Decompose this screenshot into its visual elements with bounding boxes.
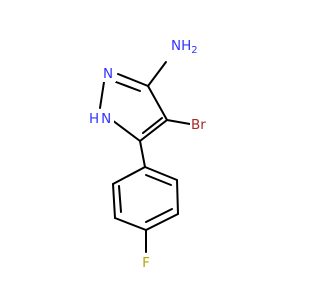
bond-c5-c4-double: [142, 117, 163, 134]
pyrazole-n1-n: N: [101, 111, 111, 127]
bond-ar-5: [112, 183, 116, 219]
bond-ar-6: [112, 166, 146, 185]
pyrazole-n1-h: H: [89, 111, 99, 127]
bond-ar-3-inner: [145, 208, 173, 223]
bond-ar-1-inner: [145, 174, 172, 186]
bond-ar-5-inner: [118, 185, 122, 213]
amine-h: H: [181, 38, 191, 54]
bond-c5-c4: [139, 119, 168, 142]
bond-n2-n1: [99, 81, 105, 109]
bond-c3-nh2: [147, 61, 167, 87]
bonds: [99, 61, 191, 253]
bond-c4-c3: [147, 85, 168, 121]
bond-n1-c5: [111, 119, 141, 142]
bond-ar-1: [144, 166, 178, 181]
amine-n: N: [171, 38, 181, 54]
bond-c3-n2: [117, 73, 149, 87]
amine-label: NH2: [171, 38, 198, 56]
amine-subscript-2: 2: [191, 45, 197, 56]
bond-ar-4: [114, 217, 147, 231]
bromine-label: Br: [191, 117, 206, 133]
bond-ar-3: [145, 213, 179, 231]
fluorine-label: F: [142, 255, 150, 271]
pyrazole-n2-label: N: [103, 66, 113, 82]
bond-c3-n2-double: [115, 81, 141, 92]
bond-ar-2: [176, 179, 179, 215]
bond-c5-aryl: [139, 140, 146, 168]
bond-c4-br: [166, 119, 191, 125]
